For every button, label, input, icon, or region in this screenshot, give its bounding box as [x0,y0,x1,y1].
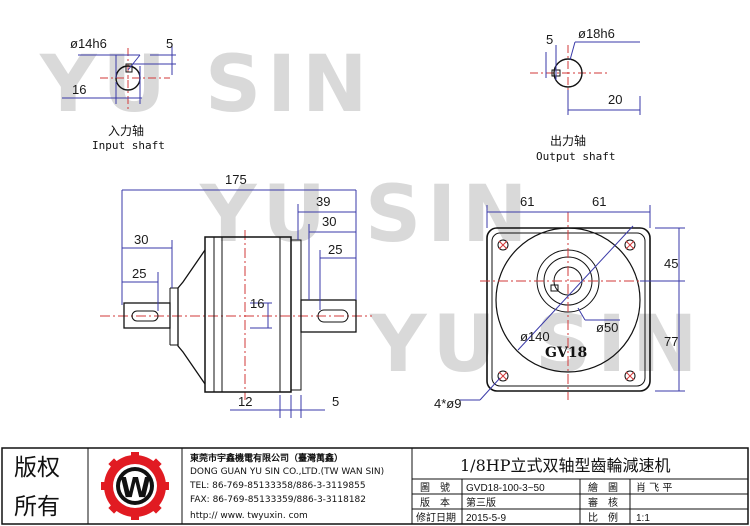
dim-width-right: 61 [592,194,606,209]
dim-len-30-left: 30 [134,232,148,247]
row2-label: 版 本 [420,496,450,509]
title-block [1,447,749,525]
input-shaft-label-cn: 入力轴 [108,123,144,138]
side-view [100,189,372,418]
output-shaft-label-en: Output shaft [536,150,615,163]
front-view [460,205,685,401]
dim-bottom-12: 12 [238,394,252,409]
row3-label2: 比 例 [588,511,618,524]
copyright-line-1: 版权 [14,455,60,481]
watermark-3: YU SIN [370,300,704,390]
row1-value: GVD18-100-3~50 [466,483,545,494]
watermark-2: YU SIN [200,170,534,260]
row1-value2: 肖 飞 平 [636,481,672,494]
logo-letter: W [120,471,151,504]
output-shaft-section [530,41,641,115]
row3-value2: 1:1 [636,513,650,524]
company-name-cn: 東莞市宇鑫機電有限公司（臺灣萬鑫） [190,452,343,464]
dim-len-39: 39 [316,194,330,209]
company-fax: FAX: 86-769-85133359/886-3-3118182 [190,495,366,505]
row3-label: 修訂日期 [416,511,456,524]
dim-len-25-right: 25 [328,242,342,257]
dim-width-left: 61 [520,194,534,209]
dim-height-77: 77 [664,334,678,349]
dim-in-height: 16 [72,82,86,97]
dim-out-key: 5 [546,32,553,47]
input-shaft-label-en: Input shaft [92,139,165,152]
output-shaft-label-cn: 出力轴 [550,133,586,148]
dim-len-25-left: 25 [132,266,146,281]
dim-len-30-right: 30 [322,214,336,229]
row2-value: 第三版 [466,496,496,509]
dim-holes: 4*ø9 [434,396,461,411]
dim-bottom-5: 5 [332,394,339,409]
dim-out-height: 20 [608,92,622,107]
dim-total-length: 175 [225,172,247,187]
company-name-en: DONG GUAN YU SIN CO.,LTD.(TW WAN SIN) [190,467,384,477]
row2-label2: 審 核 [588,496,618,509]
copyright-line-2: 所有 [14,494,60,520]
input-shaft-section [62,45,176,110]
row1-label: 圖 號 [420,481,450,494]
company-web: http:// www. twyuxin. com [190,511,308,521]
dim-in-key: 5 [166,36,173,51]
dim-dia-140: ø140 [520,329,550,344]
model-mark: GV18 [545,345,587,361]
dim-out-dia: ø18h6 [578,26,615,41]
dim-in-dia: ø14h6 [70,36,107,51]
drawing-title: 1/8HP立式双轴型齒輪減速机 [460,456,670,475]
row1-label2: 繪 圖 [588,481,618,494]
dim-dia-50: ø50 [596,320,618,335]
dim-height-45: 45 [664,256,678,271]
row3-value: 2015-5-9 [466,513,506,524]
dim-shaft-16: 16 [250,296,264,311]
company-logo: W [101,452,169,520]
company-tel: TEL: 86-769-85133358/886-3-3119855 [189,481,366,491]
